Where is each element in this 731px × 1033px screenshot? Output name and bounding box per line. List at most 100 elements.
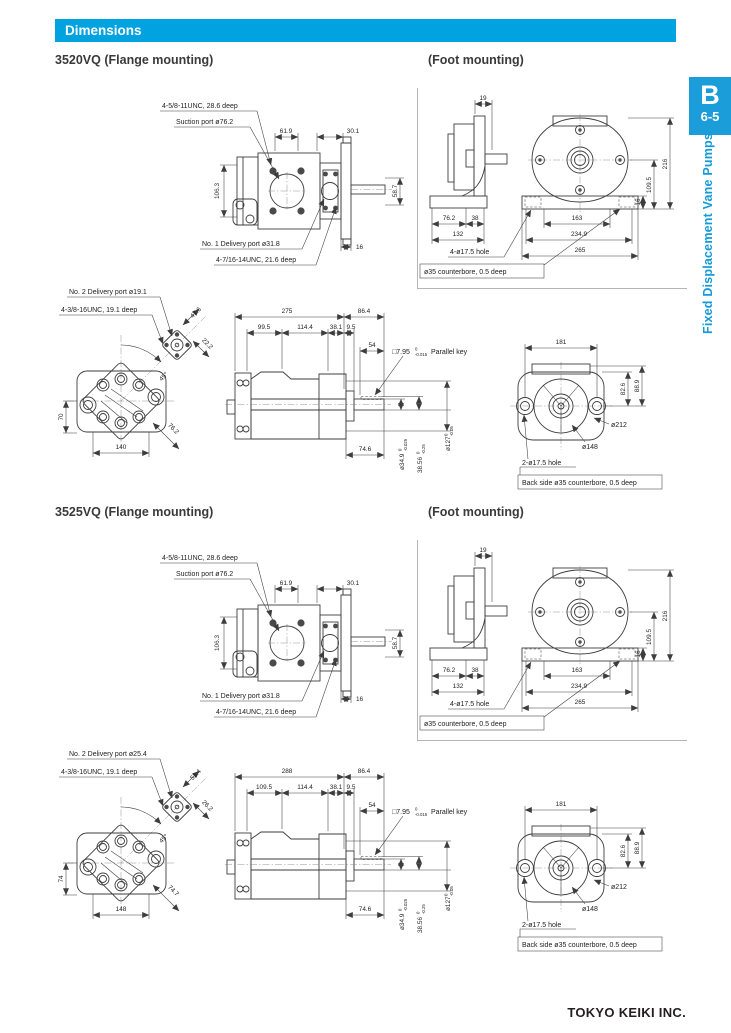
- dimension-lines: [59, 758, 210, 919]
- label-thread: 4-3/8-16UNC, 19.1 deep: [61, 307, 137, 314]
- heading-flange: 3525VQ (Flange mounting): [55, 505, 214, 519]
- page-title: Dimensions: [55, 19, 676, 42]
- flange-view-drawing: 4-5/8-11UNC, 28.6 deep Suction port ø76.…: [160, 555, 404, 718]
- dim: 109.5: [256, 784, 272, 791]
- svg-text:-0.025: -0.025: [403, 438, 408, 451]
- svg-text:0: 0: [416, 911, 421, 914]
- flange-view-drawing: 4-5/8-11UNC, 28.6 deep Suction port ø76.…: [160, 103, 404, 266]
- label-delivery1: No. 1 Delivery port ø31.8: [202, 693, 280, 700]
- dia-212: ø212: [611, 884, 627, 891]
- dim: 52.4: [189, 768, 203, 782]
- key-label: Parallel key: [431, 809, 468, 816]
- svg-text:0: 0: [444, 893, 449, 896]
- dim: 109.5: [646, 629, 653, 645]
- label-thread-bottom: 4-7/16-14UNC, 21.6 deep: [216, 709, 296, 716]
- dim: 288: [282, 768, 293, 775]
- svg-text:ø34.9: ø34.9: [399, 913, 406, 930]
- label-thread-bottom: 4-7/16-14UNC, 21.6 deep: [216, 257, 296, 264]
- dim: 19: [479, 95, 487, 102]
- pilot-dia-dim: ø127 0 -0.05: [444, 426, 455, 451]
- dim: 38: [471, 215, 479, 222]
- spokes: [542, 384, 580, 432]
- dim: 54: [368, 802, 376, 809]
- dim: 234.9: [571, 683, 587, 690]
- dim: 88.9: [634, 379, 641, 392]
- label-box: [517, 936, 663, 952]
- key-height-dim: 38.56 0 -0.25: [416, 904, 427, 933]
- dim: 16: [635, 198, 642, 206]
- dim: 16: [356, 244, 364, 251]
- dim: 47.6: [189, 306, 203, 320]
- hatch-lines: [100, 388, 144, 424]
- dim: 54: [368, 342, 376, 349]
- dim: 76.2: [443, 667, 456, 674]
- label-backside: Back side ø35 counterbore, 0.5 deep: [522, 480, 637, 487]
- dim: 106.3: [214, 635, 221, 651]
- shaft-dia-dim: ø34.9 0 -0.025: [398, 898, 409, 930]
- dimension-lines: [234, 773, 451, 919]
- label-suction-port: Suction port ø76.2: [176, 119, 233, 126]
- label-counterbore: ø35 counterbore, 0.5 deep: [424, 721, 507, 728]
- label-thread: 4-3/8-16UNC, 19.1 deep: [61, 769, 137, 776]
- svg-text:38.56: 38.56: [417, 917, 424, 933]
- dim: 76.2: [166, 422, 180, 436]
- label-box: [419, 263, 545, 279]
- pump-outline: [232, 136, 386, 246]
- side-view-drawing: 275 86.4 99.5 114.4 38.1 9.5 54 □7.95 0 …: [225, 308, 468, 473]
- dim: 38.1: [330, 784, 343, 791]
- label-backside: Back side ø35 counterbore, 0.5 deep: [522, 942, 637, 949]
- dim: 74.6: [359, 446, 372, 453]
- svg-text:-0.025: -0.025: [403, 898, 408, 911]
- tab-letter: B: [700, 80, 720, 110]
- dim: 61.9: [280, 580, 293, 587]
- rear-view-drawing: No. 2 Delivery port ø25.4 4-3/8-16UNC, 1…: [58, 751, 214, 919]
- dim: 76.2: [443, 215, 456, 222]
- pump-outline: [429, 115, 639, 210]
- label-delivery2: No. 2 Delivery port ø19.1: [69, 289, 147, 296]
- dim: 16: [635, 650, 642, 658]
- dim: 109.5: [646, 177, 653, 193]
- label-counterbore: ø35 counterbore, 0.5 deep: [424, 269, 507, 276]
- dim: 82.6: [620, 382, 627, 395]
- svg-text:38.56: 38.56: [417, 457, 424, 473]
- svg-text:-0.25: -0.25: [421, 444, 426, 454]
- hatch-lines: [100, 850, 144, 886]
- key-tol-bottom: -0.015: [415, 812, 428, 817]
- key-dim: □7.95: [392, 349, 410, 356]
- dim: 88.9: [634, 841, 641, 854]
- dia-148: ø148: [582, 444, 598, 451]
- dim: 82.6: [620, 844, 627, 857]
- shaft-key: [360, 396, 382, 400]
- dim: 86.4: [358, 308, 371, 315]
- key-dim: □7.95: [392, 809, 410, 816]
- dim: 265: [575, 247, 586, 254]
- dim: 19: [479, 547, 487, 554]
- dim: 275: [282, 308, 293, 315]
- shaft-key: [360, 856, 382, 860]
- key-label: Parallel key: [431, 349, 468, 356]
- svg-text:-0.25: -0.25: [421, 904, 426, 914]
- dim: 30.1: [347, 580, 360, 587]
- dim: 132: [453, 683, 464, 690]
- dimension-lines: [431, 100, 674, 266]
- dim: 58.7: [392, 636, 399, 649]
- label-box: [517, 474, 663, 490]
- side-view-drawing: 288 86.4 109.5 114.4 38.1 9.5 54 □7.95 0…: [225, 768, 468, 933]
- section-tab: B 6-5: [689, 77, 731, 135]
- dim: 132: [453, 231, 464, 238]
- pilot-dia-dim: ø127 0 -0.05: [444, 886, 455, 911]
- dim: 234.9: [571, 231, 587, 238]
- centerlines: [268, 624, 392, 662]
- foot-view-drawing: 19 216 109.5 16 76.2 38 132 163 234.9 26…: [417, 540, 687, 741]
- svg-text:ø34.9: ø34.9: [399, 453, 406, 470]
- dim: 148: [116, 906, 127, 913]
- dim: 58.7: [392, 184, 399, 197]
- dim: 181: [556, 339, 567, 346]
- side-label: Fixed Displacement Vane Pumps: [701, 132, 715, 334]
- dim: 74: [58, 875, 65, 883]
- key-tol-bottom: -0.015: [415, 352, 428, 357]
- dimension-lines: [519, 344, 646, 475]
- dim: 16: [356, 696, 364, 703]
- dimension-lines: [519, 806, 646, 937]
- dim: 114.4: [297, 784, 313, 791]
